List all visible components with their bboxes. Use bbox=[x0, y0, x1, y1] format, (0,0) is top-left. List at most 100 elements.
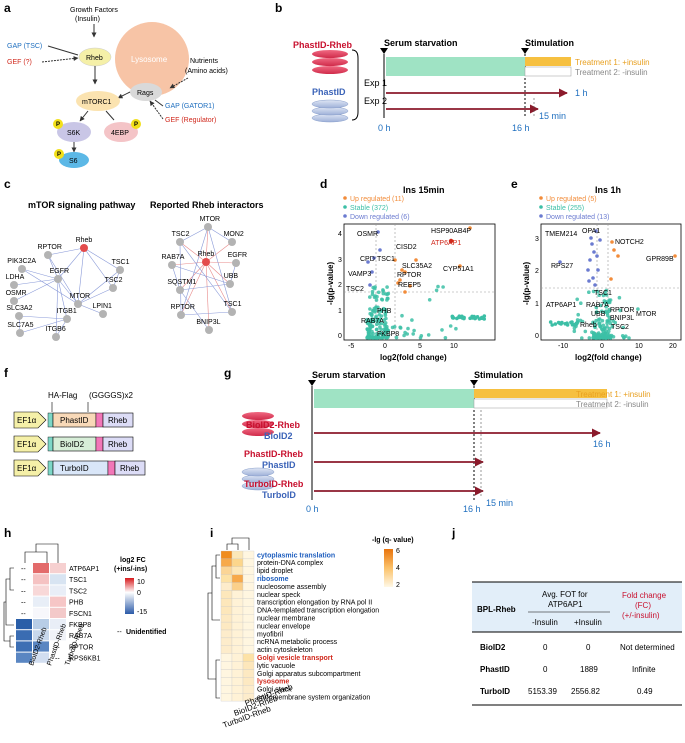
net2-edge bbox=[205, 261, 210, 331]
e-point-stable bbox=[570, 323, 575, 327]
e-point-stable bbox=[603, 326, 607, 330]
d-legend-up: Up regulated (11) bbox=[350, 196, 404, 203]
d-point-down bbox=[368, 283, 372, 287]
d-xtick-0: -5 bbox=[348, 343, 354, 350]
i-cell bbox=[231, 653, 244, 662]
panel-c: c mTOR signaling pathway Reported Rheb i… bbox=[4, 177, 264, 341]
net2-edge bbox=[171, 264, 181, 291]
d-point-stable bbox=[482, 314, 487, 318]
j-row2-fc: Infinite bbox=[632, 665, 656, 674]
e-point-stable bbox=[548, 320, 553, 324]
h-cell bbox=[50, 619, 66, 630]
i-cell bbox=[231, 614, 244, 623]
i-cell bbox=[231, 669, 244, 678]
b-stimulation: Stimulation bbox=[525, 38, 574, 48]
g-row3a: TurboID-Rheb bbox=[244, 479, 304, 489]
i-cell bbox=[242, 582, 255, 591]
e-point-stable bbox=[597, 321, 602, 325]
net1-node-label: RPTOR bbox=[38, 244, 62, 251]
h-cell-unidentified bbox=[16, 563, 32, 574]
f-rheb-box-2: Rheb bbox=[108, 440, 128, 449]
4ebp-label: 4EBP bbox=[111, 130, 129, 137]
b-treatment1-label: Treatment 1: +insulin bbox=[575, 58, 650, 67]
h-cell bbox=[16, 652, 32, 663]
net2-node-label: BNIP3L bbox=[196, 319, 220, 326]
net1-node-label: LPIN1 bbox=[93, 303, 113, 310]
net1-node bbox=[18, 265, 26, 273]
d-point-stable bbox=[377, 321, 382, 326]
d-point-up bbox=[403, 290, 407, 294]
d-gene-atp6ap1: ATP6AP1 bbox=[431, 240, 461, 247]
net2-node-label: EGFR bbox=[228, 252, 247, 259]
panel-e: e Ins 1h Up regulated (5) Stable (255) D… bbox=[511, 177, 682, 362]
net1-node bbox=[99, 310, 107, 318]
e-point-down bbox=[586, 268, 590, 272]
e-plot-frame bbox=[540, 223, 682, 341]
d-point-stable bbox=[380, 297, 384, 302]
d-ytick-0: 0 bbox=[338, 333, 342, 340]
d-gene-fkbp8: FKBP8 bbox=[377, 331, 399, 338]
d-point-stable bbox=[377, 313, 382, 317]
panel-d: d Ins 15min Up regulated (11) Stable (37… bbox=[320, 177, 496, 362]
d-point-up bbox=[396, 281, 400, 285]
d-point-stable bbox=[457, 314, 462, 319]
f-rheb-box-3: Rheb bbox=[120, 464, 140, 473]
h-gene-label: FKBP8 bbox=[69, 622, 91, 629]
net2-edge bbox=[207, 226, 233, 313]
h-cell bbox=[33, 574, 49, 585]
i-cell bbox=[231, 582, 244, 591]
f-construct-3: EF1α TurboID Rheb bbox=[13, 459, 146, 477]
d-ylabel: -lg(p-value) bbox=[326, 262, 335, 305]
g-treatment1-label: Treatment 1: +insulin bbox=[576, 390, 651, 399]
s6k-label: S6K bbox=[67, 130, 81, 137]
e-point-stable bbox=[591, 335, 595, 340]
net2-node-label: MTOR bbox=[200, 216, 220, 223]
e-point-stable bbox=[618, 308, 622, 313]
gap-gator1-label: GAP (GATOR1) bbox=[165, 103, 214, 110]
h-cell bbox=[33, 641, 49, 652]
i-term-label: DNA-templated transcription elongation bbox=[257, 608, 379, 615]
i-cell bbox=[242, 574, 255, 583]
h-gene-label: ATP6AP1 bbox=[69, 566, 99, 573]
d-point-down bbox=[370, 270, 374, 274]
net2-node bbox=[202, 258, 210, 266]
net1-edge bbox=[83, 247, 114, 289]
e-point-down bbox=[594, 229, 598, 233]
g-15min-label: 15 min bbox=[486, 498, 513, 508]
i-cell bbox=[242, 669, 255, 678]
i-legend-6: 6 bbox=[396, 548, 400, 555]
e-point-stable bbox=[607, 307, 612, 312]
d-point-stable bbox=[385, 285, 389, 289]
d-point-stable bbox=[381, 288, 385, 292]
j-row3-fc: 0.49 bbox=[637, 687, 653, 696]
e-point-stable bbox=[598, 303, 603, 308]
net1-node-label: SLC3A2 bbox=[6, 305, 32, 312]
i-cell bbox=[231, 637, 244, 646]
e-point-up bbox=[609, 277, 613, 281]
j-col-fc-3: (+/-insulin) bbox=[622, 611, 660, 620]
d-point-stable bbox=[383, 307, 388, 312]
f-construct-2: EF1α BioID2 Rheb bbox=[13, 435, 134, 453]
i-term-label: transcription elongation by RNA pol II bbox=[257, 600, 372, 607]
panel-h: h -------------- ATP6AP1TSC1TSC2PHBFSCN1… bbox=[3, 526, 166, 667]
h-cell bbox=[50, 574, 66, 585]
i-cell bbox=[231, 566, 244, 575]
h-gene-labels: ATP6AP1TSC1TSC2PHBFSCN1FKBP8RAB7ARPTORRP… bbox=[69, 566, 101, 663]
d-point-stable bbox=[379, 336, 384, 340]
e-xtick-3: 20 bbox=[669, 343, 677, 350]
e-gene-rheb: Rheb bbox=[580, 322, 597, 329]
i-dendrogram-top bbox=[226, 537, 250, 550]
d-gene-reep5: REEP5 bbox=[398, 282, 421, 289]
e-gene-notch2: NOTCH2 bbox=[615, 239, 644, 246]
i-term-label: protein-DNA complex bbox=[257, 560, 324, 567]
d-point-stable bbox=[365, 321, 370, 326]
p-label-2: P bbox=[134, 122, 138, 128]
i-cell bbox=[220, 566, 233, 575]
h-cell bbox=[33, 652, 49, 663]
e-point-stable bbox=[594, 305, 599, 310]
b-treatment2-label: Treatment 2: -insulin bbox=[575, 68, 648, 77]
lysosome-circle bbox=[115, 22, 189, 96]
d-point-stable bbox=[382, 329, 387, 334]
d-point-stable bbox=[383, 324, 387, 328]
d-point-stable bbox=[386, 296, 390, 301]
